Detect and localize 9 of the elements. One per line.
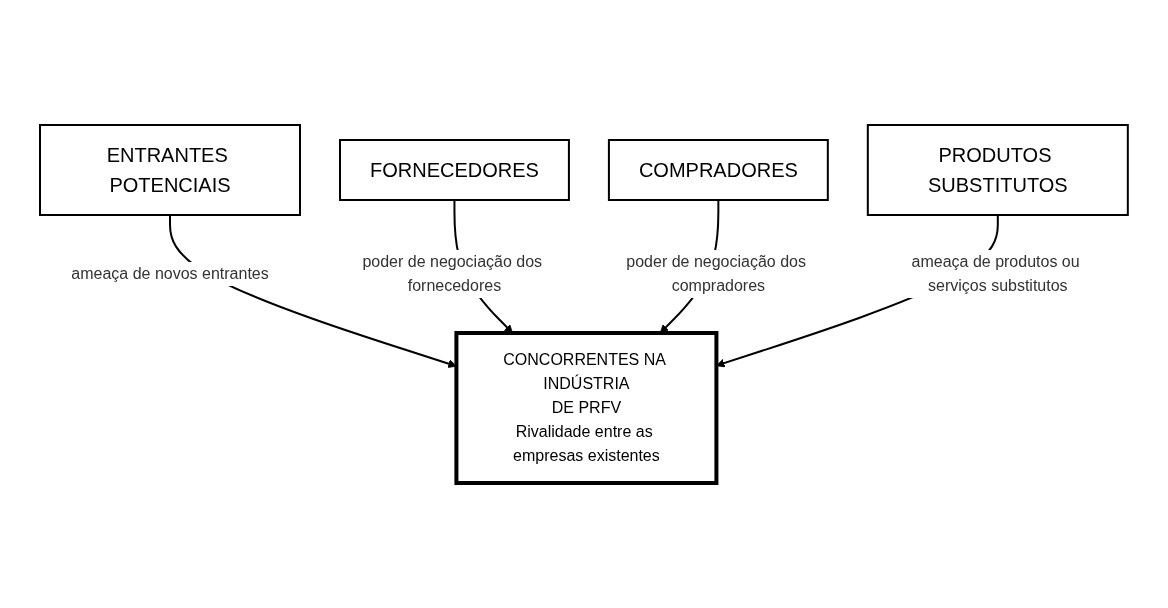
edge-label: ameaça de produtos ou serviços substitutos <box>911 253 1080 294</box>
node-box: COMPRADORES <box>608 139 829 201</box>
node-box: ENTRANTES POTENCIAIS <box>39 124 302 216</box>
node-box: CONCORRENTES NA INDÚSTRIA DE PRFV Rivalidade entre as empresas existentes <box>454 331 719 485</box>
node-box: FORNECEDORES <box>339 139 570 201</box>
edge-label: poder de negociação dos fornecedores <box>362 253 543 294</box>
node-box: PRODUTOS SUBSTITUTOS <box>866 124 1129 216</box>
edge-label: poder de negociação dos compradores <box>626 253 807 294</box>
edge-label: ameaça de novos entrantes <box>71 265 269 282</box>
